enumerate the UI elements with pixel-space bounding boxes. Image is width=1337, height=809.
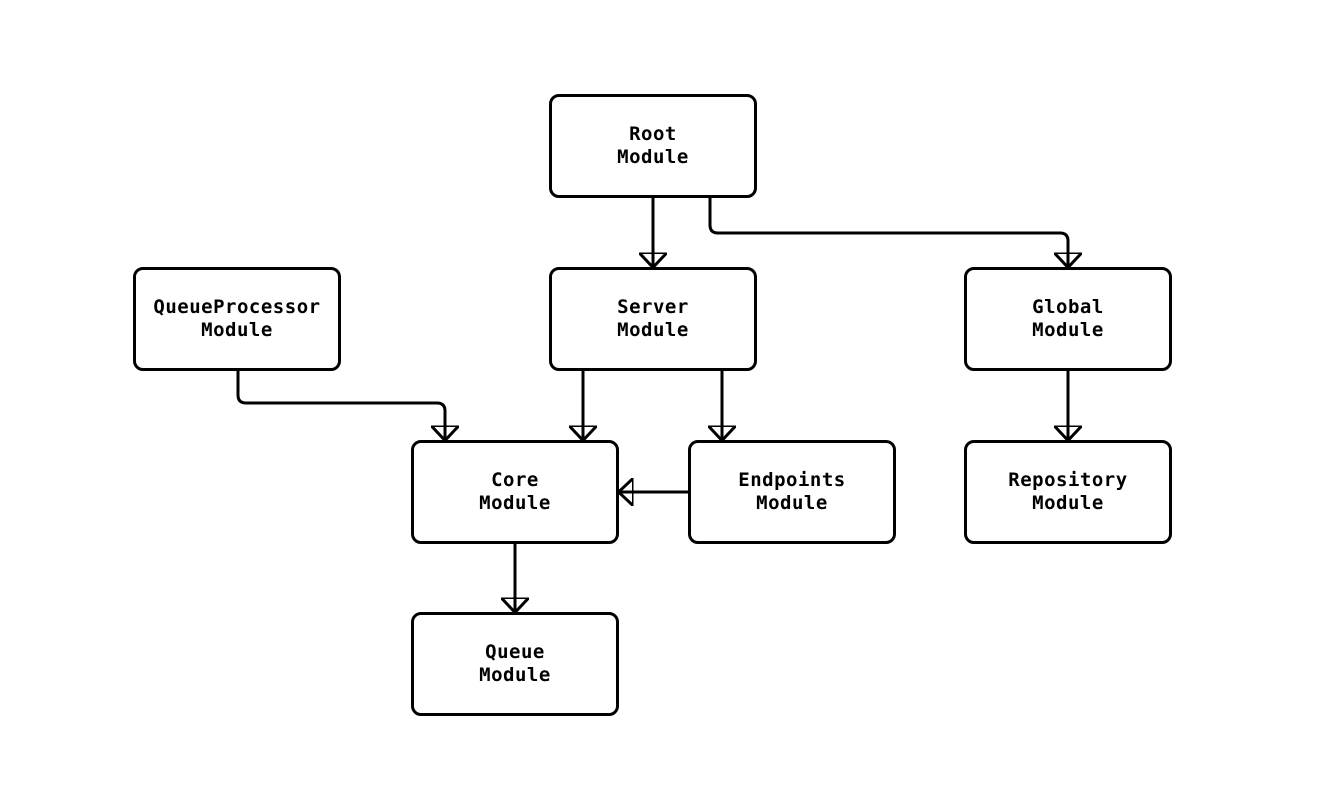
node-queue-module-label: Queue Module [479,641,551,686]
node-server-module: Server Module [549,267,757,371]
node-repository-module: Repository Module [964,440,1172,544]
node-root-module-label: Root Module [617,123,689,168]
edge-root-to-global [708,198,1068,267]
node-queueprocessor-module-label: QueueProcessor Module [153,296,321,341]
node-endpoints-module: Endpoints Module [688,440,896,544]
node-repository-module-label: Repository Module [1008,469,1128,514]
node-endpoints-module-label: Endpoints Module [738,469,846,514]
node-global-module: Global Module [964,267,1172,371]
edge-queueprocessor-to-core [236,371,445,440]
node-global-module-label: Global Module [1032,296,1104,341]
node-queue-module: Queue Module [411,612,619,716]
node-queueprocessor-module: QueueProcessor Module [133,267,341,371]
node-server-module-label: Server Module [617,296,689,341]
node-core-module: Core Module [411,440,619,544]
node-core-module-label: Core Module [479,469,551,514]
node-root-module: Root Module [549,94,757,198]
